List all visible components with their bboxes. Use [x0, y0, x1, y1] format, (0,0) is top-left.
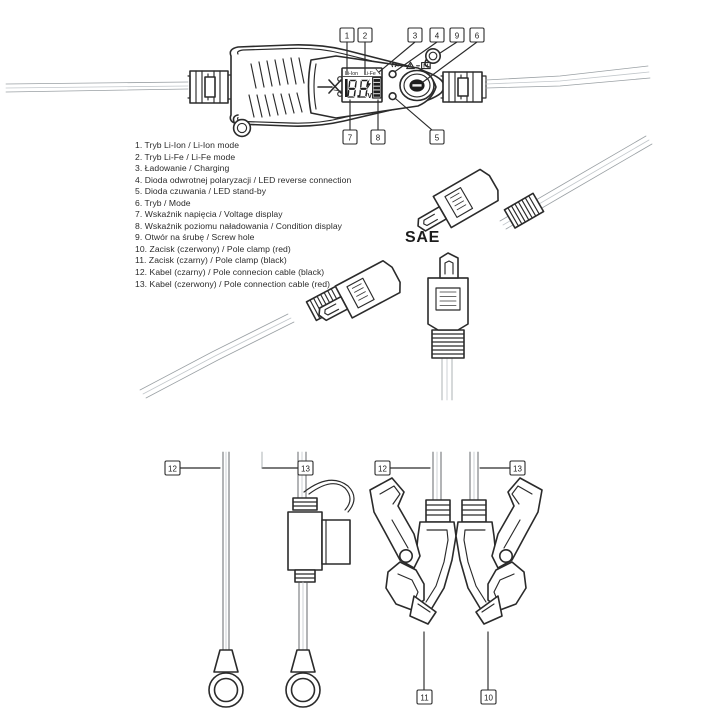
sae-connector-right	[427, 252, 469, 401]
vent-louvres-upper	[250, 57, 305, 89]
svg-text:2: 2	[363, 32, 368, 41]
input-cable-left	[5, 81, 189, 93]
sae-connector-pair-middle	[139, 252, 469, 401]
legend-item: 6. Tryb / Mode	[135, 197, 191, 208]
legend-item: 5. Dioda czuwania / LED stand-by	[135, 186, 267, 197]
led-standby	[388, 91, 397, 101]
legend-item: 12. Kabel (czarny) / Pole connecion cabl…	[135, 267, 325, 278]
lcd-unit: V	[367, 93, 372, 100]
svg-text:11: 11	[420, 694, 429, 703]
svg-text:8: 8	[376, 134, 381, 143]
strain-relief-right	[440, 71, 487, 103]
callouts-device-bottom: 7 8 5	[342, 98, 445, 145]
callout-11	[416, 689, 433, 705]
svg-text:9: 9	[455, 32, 460, 41]
charger-unit-group: Li-Ion Li-Fe	[5, 27, 651, 145]
clamp-pair-group: 11 10 12 13	[369, 451, 543, 705]
battery-bars	[372, 77, 382, 99]
svg-text:12: 12	[378, 465, 387, 474]
svg-text:6: 6	[475, 32, 480, 41]
lcd-display: Li-Ion Li-Fe	[341, 67, 383, 103]
mode-button	[399, 69, 435, 102]
svg-text:13: 13	[301, 465, 310, 474]
svg-text:4: 4	[435, 32, 440, 41]
lightning-bolt-icon	[366, 78, 371, 91]
clamp-right	[455, 477, 543, 625]
callouts-device-top: 1 2 3 4 9 6	[339, 27, 485, 83]
legend-list: 1. Tryb Li-Ion / Li-Ion mode 2. Tryb Li-…	[135, 140, 435, 290]
lcd-mode-li-ion: Li-Ion	[345, 71, 358, 77]
legend-item: 8. Wskaźnik poziomu naładowania / Condit…	[135, 220, 342, 231]
legend-item: 13. Kabel (czerwony) / Pole connection c…	[135, 278, 331, 289]
led-indicators	[388, 69, 397, 101]
legend-item: 9. Otwór na śrubę / Screw hole	[135, 232, 255, 243]
callout-5	[429, 129, 445, 145]
panel-status-icons	[391, 61, 431, 70]
svg-text:3: 3	[413, 32, 418, 41]
legend-item: 4. Dioda odwrotnej polaryzacji / LED rev…	[135, 174, 352, 185]
sae-connector-label: SAE	[405, 229, 440, 246]
output-cable-right	[485, 65, 651, 89]
ring-terminal-harness: 12 13	[164, 451, 355, 708]
charging-arc-icon	[391, 62, 398, 68]
legend-item: 11. Zacisk (czarny) / Pole clamp (black)	[135, 255, 287, 266]
svg-text:13: 13	[513, 465, 522, 474]
svg-text:5: 5	[435, 134, 440, 143]
lcd-mode-li-fe: Li-Fe	[364, 71, 376, 77]
legend-item: 2. Tryb Li-Fe / Li-Fe mode	[135, 151, 236, 162]
lcd-digits	[345, 79, 369, 98]
strain-relief-left	[187, 70, 233, 104]
vent-louvres-lower	[248, 92, 303, 118]
clamp-left	[369, 477, 457, 625]
legend-item: 7. Wskaźnik napięcia / Voltage display	[135, 209, 283, 220]
legend-item: 10. Zacisk (czerwony) / Pole clamp (red)	[135, 243, 291, 254]
svg-text:12: 12	[168, 465, 177, 474]
led-charging	[388, 69, 397, 79]
sae-connector-upper-right	[417, 135, 653, 232]
svg-text:7: 7	[348, 134, 353, 143]
battery-icon	[421, 62, 431, 70]
legend-item: 1. Tryb Li-Ion / Li-Ion mode	[135, 140, 240, 150]
scissors-icon	[317, 76, 343, 97]
svg-text:1: 1	[345, 32, 350, 41]
svg-text:10: 10	[484, 694, 493, 703]
legend-item: 3. Ładowanie / Charging	[135, 163, 230, 174]
sae-connector-left	[139, 259, 401, 399]
callout-10	[480, 689, 497, 705]
warning-triangle-icon	[406, 61, 415, 70]
